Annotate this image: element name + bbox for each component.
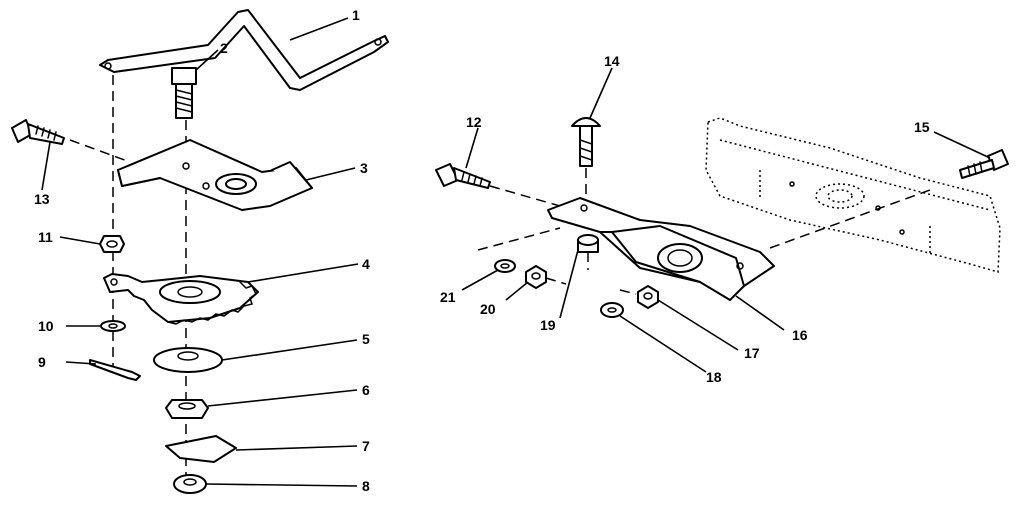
- callout-21: 21: [440, 289, 456, 305]
- frame-rail: [705, 117, 1001, 273]
- callout-4: 4: [362, 256, 370, 272]
- callout-18: 18: [706, 369, 722, 385]
- spacer-19: [577, 234, 599, 270]
- clip-7: [165, 435, 237, 463]
- washer-5: [153, 347, 223, 373]
- nut-11: [99, 235, 125, 253]
- transmission-bracket-16: [547, 197, 775, 301]
- bolt-13: [11, 119, 65, 145]
- washer-21: [494, 259, 516, 273]
- callout-8: 8: [362, 478, 370, 494]
- centerline-bolt13: [69, 139, 131, 163]
- washer-18: [600, 302, 624, 318]
- callout-3: 3: [360, 160, 368, 176]
- callout-17: 17: [744, 345, 760, 361]
- washer-10: [100, 320, 126, 332]
- callout-9: 9: [38, 354, 46, 370]
- leader-lines: [41, 17, 991, 487]
- callout-15: 15: [914, 119, 930, 135]
- cotter-pin-9: [89, 359, 141, 381]
- callout-5: 5: [362, 331, 370, 347]
- nut-6: [165, 399, 209, 419]
- bolt-2: [171, 67, 197, 119]
- callout-20: 20: [480, 301, 496, 317]
- bolt-12: [435, 163, 491, 189]
- callout-6: 6: [362, 382, 370, 398]
- callout-11: 11: [38, 229, 53, 245]
- bracket-plate: [117, 139, 313, 211]
- callout-1: 1: [352, 7, 360, 23]
- centerline-bracket: [477, 227, 561, 251]
- nut-20: [525, 265, 567, 289]
- callout-2: 2: [220, 40, 228, 56]
- callout-14: 14: [604, 53, 620, 69]
- gear-sector: [103, 273, 259, 325]
- callout-labels: 1 2 3 4 5 6 7 8 9 10 11 12 13 14 15 16 1…: [34, 7, 930, 494]
- centerline-frame: [769, 189, 931, 249]
- callout-7: 7: [362, 438, 370, 454]
- callout-13: 13: [34, 191, 50, 207]
- callout-10: 10: [38, 318, 54, 334]
- nut-17: [619, 285, 659, 309]
- callout-12: 12: [466, 114, 482, 130]
- centerline-bolt12: [489, 185, 561, 207]
- nut-8: [173, 474, 207, 494]
- shift-rod: [99, 9, 389, 91]
- callout-16: 16: [792, 327, 808, 343]
- callout-19: 19: [540, 317, 556, 333]
- carriage-bolt-14: [571, 117, 601, 167]
- bolt-15: [959, 149, 1009, 179]
